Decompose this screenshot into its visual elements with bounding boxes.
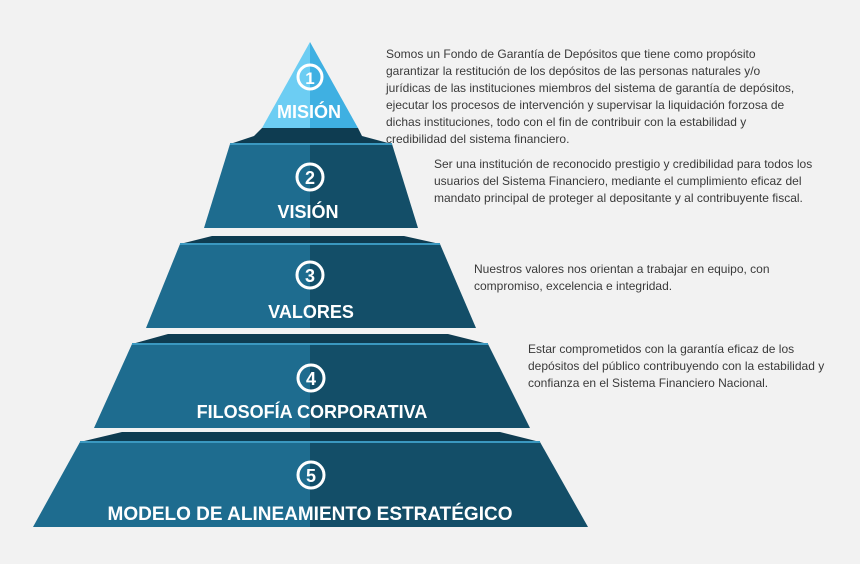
- level-3-number: 3: [305, 266, 315, 286]
- level-3-title: VALORES: [268, 302, 354, 322]
- pyramid-level-5: 5 MODELO DE ALINEAMIENTO ESTRATÉGICO: [33, 432, 588, 527]
- level-5-number: 5: [306, 466, 316, 486]
- level-5-number-badge: [296, 460, 326, 490]
- level-2-face-left: [204, 144, 310, 228]
- level-3-face-left: [146, 244, 310, 328]
- level-3-number-badge: [295, 260, 325, 290]
- level-3-face-right: [310, 244, 476, 328]
- level-5-face-left: [33, 442, 310, 527]
- level-1-title: MISIÓN: [277, 101, 341, 122]
- level-2-number-badge: [295, 162, 325, 192]
- level-1-description: Somos un Fondo de Garantía de Depósitos …: [386, 47, 795, 146]
- level-1-number: 1: [305, 69, 314, 88]
- level-2-face-right: [310, 144, 418, 228]
- level-2-shadow: [230, 136, 392, 144]
- pyramid-level-4: 4 FILOSOFÍA CORPORATIVA: [94, 334, 530, 428]
- level-2-title: VISIÓN: [277, 201, 338, 222]
- level-4-title: FILOSOFÍA CORPORATIVA: [197, 401, 428, 422]
- level-4-number: 4: [306, 369, 316, 389]
- level-2-number: 2: [305, 168, 315, 188]
- pyramid-level-1: 1 MISIÓN: [254, 42, 362, 136]
- level-5-shadow: [80, 432, 540, 442]
- level-4-shadow: [132, 334, 488, 344]
- level-4-face-left: [94, 344, 310, 428]
- level-1-number-badge: [296, 63, 324, 91]
- level-1-shadow: [254, 128, 362, 136]
- level-3-description: Nuestros valores nos orientan a trabajar…: [474, 262, 770, 293]
- level-5-face-right: [310, 442, 588, 527]
- pyramid-level-3: 3 VALORES: [146, 236, 476, 328]
- level-2-description: Ser una institución de reconocido presti…: [434, 157, 813, 205]
- pyramid-level-2: 2 VISIÓN: [204, 136, 418, 228]
- level-1-face-left: [262, 42, 310, 128]
- level-4-description: Estar comprometidos con la garantía efic…: [528, 342, 825, 390]
- level-1-face-right: [310, 42, 358, 128]
- level-4-face-right: [310, 344, 530, 428]
- level-4-number-badge: [296, 363, 326, 393]
- level-5-title: MODELO DE ALINEAMIENTO ESTRATÉGICO: [108, 503, 513, 525]
- level-3-shadow: [180, 236, 440, 244]
